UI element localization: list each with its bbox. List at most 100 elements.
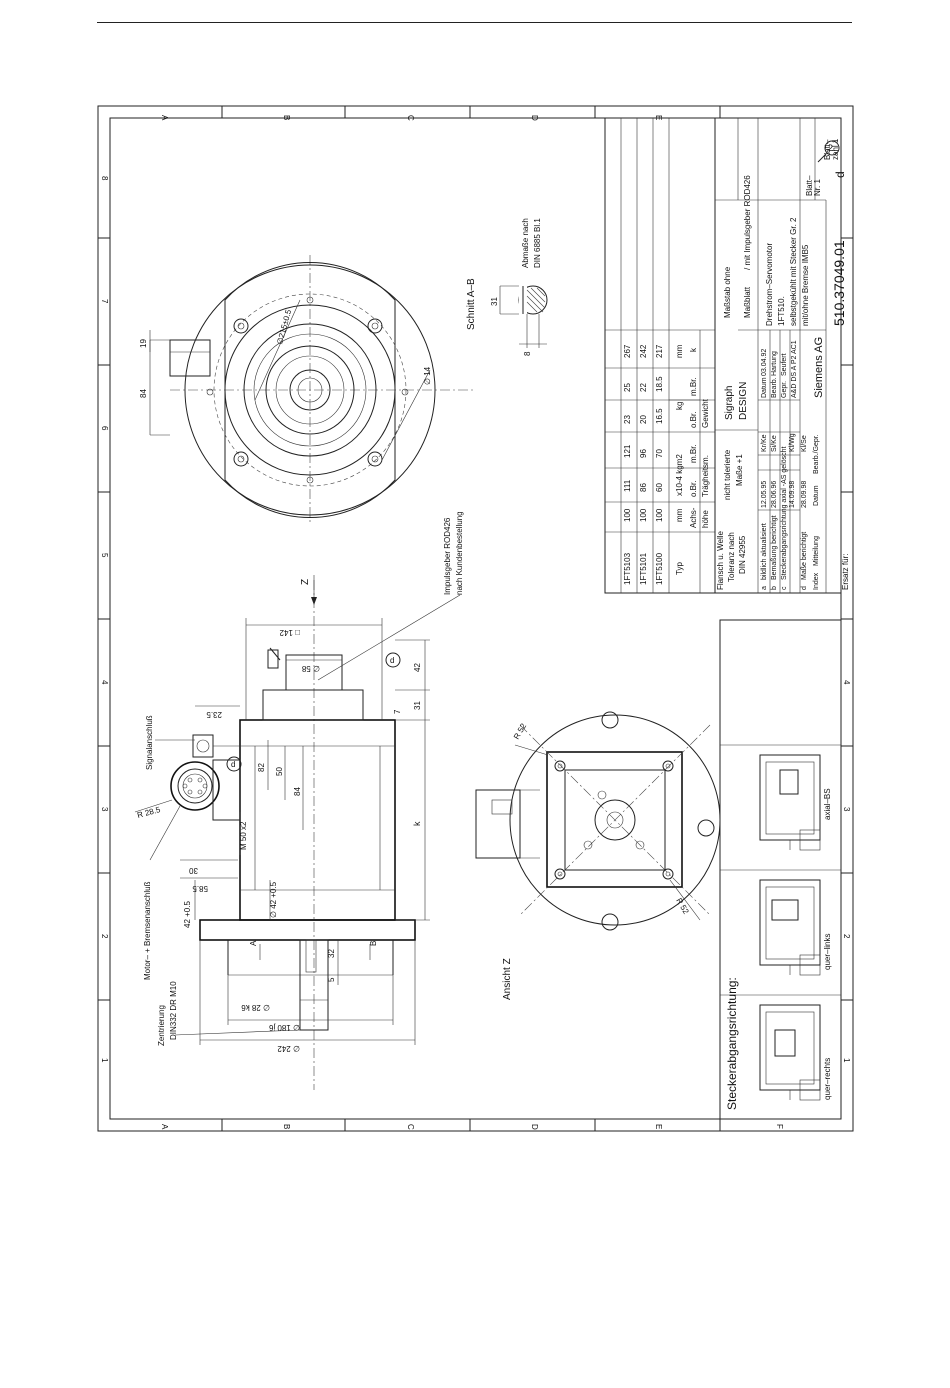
rev-d-text: Maße berichtigt — [801, 532, 808, 580]
zone-c-top: C — [406, 115, 415, 121]
ersatz-label: Ersatz für: — [841, 554, 850, 590]
header-ob: o.Br. — [689, 481, 698, 497]
sheet-type: Maßblatt — [743, 286, 752, 318]
weight-mb-1: 22 — [639, 383, 648, 392]
inertia-mb-0: 121 — [623, 444, 632, 458]
zone-7-left: 7 — [100, 299, 109, 304]
zone-a-bottom: A — [160, 1124, 169, 1130]
weight-ob-0: 23 — [623, 415, 632, 424]
blatt-nr-value: Nr. 1 — [813, 179, 822, 196]
zone-1-left: 1 — [100, 1058, 109, 1063]
rev-b-index: b — [771, 586, 778, 590]
zone-8-left: 8 — [100, 176, 109, 181]
rev-d-date: 28.09.98 — [801, 481, 808, 508]
dim-50: 50 — [275, 767, 284, 776]
weight-mb-0: 25 — [623, 383, 632, 392]
plug-option-quer-rechts: quer–rechts — [759, 1004, 832, 1101]
dim-23-5: 23.5 — [206, 710, 222, 719]
inertia-mb-1: 96 — [639, 449, 648, 458]
section-note-line2: DIN 6885 Bl.1 — [533, 218, 542, 268]
desc-line3: selbstgekühlt mit Stecker Gr. 2 — [789, 217, 798, 326]
flansch-line2: Toleranz nach — [727, 532, 736, 582]
k-1: 242 — [639, 344, 648, 358]
header-gew-ob: o.Br. — [689, 412, 698, 428]
dim-58-5: 58.5 — [192, 884, 208, 893]
rev-b-date: 28.06.96 — [771, 481, 778, 508]
header-achs: Achs- — [689, 507, 698, 528]
dim-view-z-r52-bottom: R 52 — [674, 897, 691, 917]
type-1ft5101: 1FT5101 — [639, 552, 648, 585]
flansch-line3: DIN 42955 — [738, 535, 747, 574]
unit-mm-k: mm — [675, 344, 684, 358]
plug-option-axial-bs: axial–BS — [759, 754, 832, 851]
sigraph-logo-line1: Sigraph — [724, 386, 735, 420]
dim-front-84: 84 — [139, 389, 148, 398]
dim-hole-d14: ∅ 14 — [423, 366, 432, 385]
zone-4-right: 4 — [842, 680, 851, 685]
dim-front-19: 19 — [139, 339, 148, 348]
dim-d180: ∅ 180 j6 — [268, 1023, 300, 1032]
weight-mb-2: 18.5 — [655, 376, 664, 392]
type-1ft5103: 1FT5103 — [623, 552, 632, 585]
zone-2-right: 2 — [842, 934, 851, 939]
zone-1-right: 1 — [842, 1058, 851, 1063]
rev-a-date: 12.05.95 — [761, 481, 768, 508]
side-view-motor: □ 142 ∅ 58 ∅ 242 ∅ 180 j6 ∅ 28 k6 30 58.… — [134, 511, 464, 1090]
section-ab-title: Schnitt A–B — [466, 278, 477, 330]
view-z-connector — [475, 789, 521, 859]
rev-c-who: Kl/Wg — [789, 433, 796, 452]
revision-letter: d — [833, 171, 847, 178]
weight-ob-1: 20 — [639, 415, 648, 424]
achshoehe-2: 100 — [655, 508, 664, 522]
achshoehe-0: 100 — [623, 508, 632, 522]
dim-30: 30 — [189, 866, 198, 875]
revision-balloon-side-2: d — [385, 652, 401, 668]
rev-c-date: 14.09.98 — [789, 481, 796, 508]
rev-d-index: d — [801, 586, 808, 590]
header-hoehe: höhe — [701, 510, 710, 528]
dim-82: 82 — [257, 763, 266, 772]
datum-value: 03.04.92 — [761, 349, 768, 376]
revision-balloon-side-1: d — [226, 756, 242, 772]
view-z-title: Ansicht Z — [502, 958, 513, 1000]
unit-mm: mm — [675, 508, 684, 522]
weight-ob-2: 16.5 — [655, 408, 664, 424]
zone-5-left: 5 — [100, 553, 109, 558]
dim-square-142: □ 142 — [279, 628, 300, 637]
dim-section-8: 8 — [523, 351, 532, 356]
desc-line1: Drehstrom–Servomotor — [765, 243, 774, 326]
flange-bolt-holes — [206, 296, 409, 484]
zone-3-right: 3 — [842, 807, 851, 812]
plug-option-label-axial-bs: axial–BS — [823, 788, 832, 820]
bearb-gepr-header: Bearb./Gepr. — [813, 434, 820, 474]
header-traegheit: Trägheitsm. — [701, 455, 710, 497]
dim-k: k — [412, 821, 422, 826]
zone-ticks — [98, 106, 853, 1131]
plug-option-label-quer-rechts: quer–rechts — [823, 1058, 832, 1100]
blatt-zahl-label: Blatt– — [823, 139, 832, 160]
page-header-rule — [97, 22, 852, 23]
header-gewicht: Gewicht — [701, 398, 710, 428]
zone-e-bottom: E — [654, 1124, 663, 1129]
rev-a-who: Kr/Ke — [761, 434, 768, 452]
zone-d-top: D — [530, 115, 539, 121]
header-k: k — [689, 347, 698, 352]
spec-table: 1FT5103 1FT5101 1FT5100 Typ 100 100 100 … — [604, 117, 842, 594]
inertia-ob-1: 86 — [639, 483, 648, 492]
zone-3-left: 3 — [100, 807, 109, 812]
flansch-line1: Flansch u. Welle — [716, 530, 725, 590]
index-header: Index — [813, 572, 820, 590]
label-motor-brake-connection: Motor– + Bremsenanschluß — [143, 881, 152, 980]
signal-connector — [192, 734, 214, 758]
type-header: Typ — [675, 562, 684, 575]
zone-b-top: B — [282, 115, 291, 120]
dim-5: 5 — [327, 977, 336, 982]
zone-b-bottom: B — [282, 1124, 291, 1129]
zone-c-bottom: C — [406, 1124, 415, 1130]
zone-6-left: 6 — [100, 426, 109, 431]
header-mb: m.Br. — [689, 444, 698, 463]
dim-42: 42 — [413, 663, 422, 672]
desc-line2: 1FT510. — [777, 296, 786, 326]
dim-section-31: 31 — [490, 297, 499, 306]
